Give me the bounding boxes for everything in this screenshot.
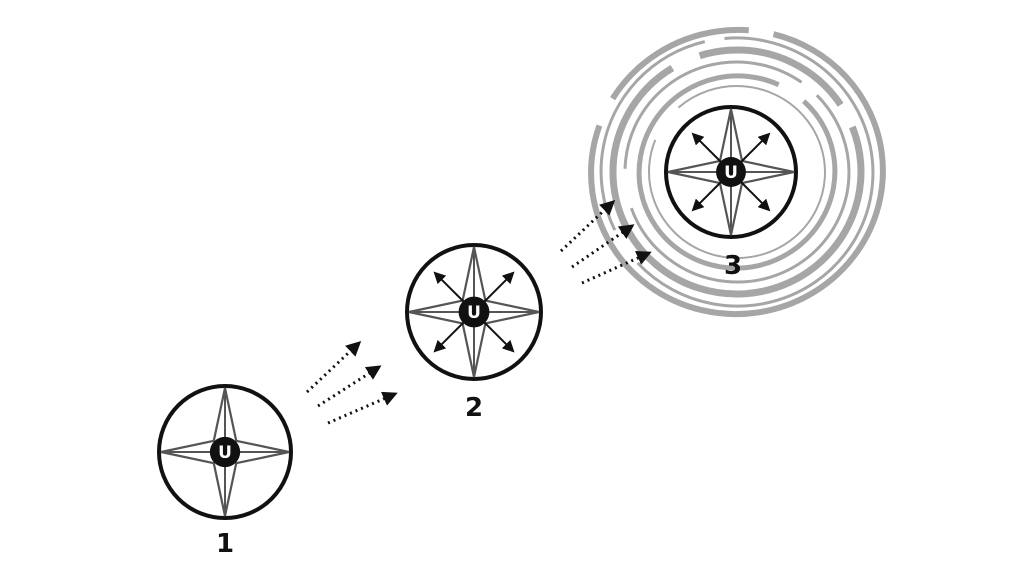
glow-ring [599,36,875,308]
outward-arrow [483,321,515,353]
outward-arrow [691,181,722,212]
glow-ring [636,73,838,271]
outward-arrows [433,271,515,353]
glow-ring [588,26,886,318]
outward-arrow [483,271,515,303]
stage-3-compass: U [664,105,798,239]
transition-arrows-1-to-2 [305,340,398,425]
outward-arrows [691,132,771,212]
center-core [458,296,490,328]
dotted-arrow-icon [317,365,382,408]
glow-rings [588,26,886,318]
glow-ring [648,84,826,260]
stage-2-compass: U [405,243,543,381]
outward-arrow [433,271,465,303]
outward-arrow [740,181,771,212]
dotted-arrow-icon [581,251,652,285]
stage-1-label: 1 [216,529,234,559]
center-letter: U [724,163,738,183]
dotted-arrow-icon [327,391,398,425]
center-letter: U [218,443,232,463]
center-letter: U [467,303,481,323]
transition-arrows-2-to-3 [559,199,652,285]
center-core [209,436,241,468]
dotted-arrow-icon [305,340,362,394]
glow-ring [609,46,865,298]
stage-2-label: 2 [465,393,483,423]
center-core [716,157,746,187]
stage-3-label: 3 [724,251,742,281]
outward-arrow [691,132,722,163]
outward-arrow [740,132,771,163]
glow-ring [623,60,851,284]
stage-1-compass: U [157,384,293,520]
dotted-arrow-icon [559,199,616,253]
outward-arrow [433,321,465,353]
dotted-arrow-icon [571,224,635,269]
